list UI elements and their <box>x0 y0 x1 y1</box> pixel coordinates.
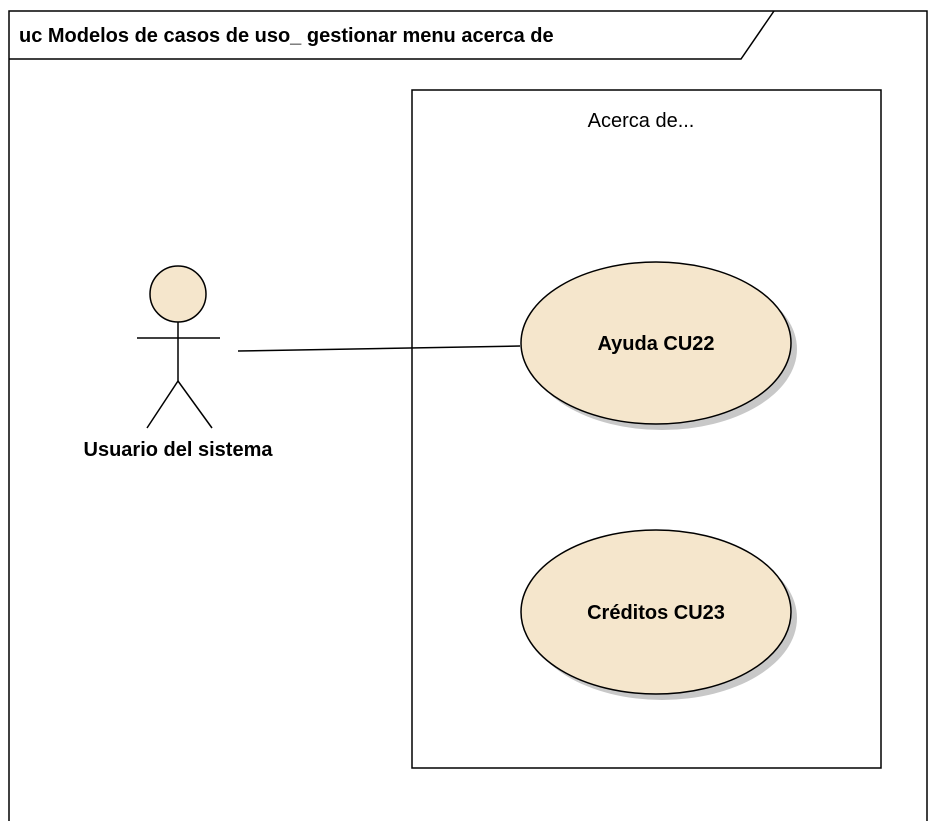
frame-border <box>8 10 928 821</box>
use-case-creditos[interactable]: Créditos CU23 <box>520 529 797 700</box>
use-case-ellipse <box>520 529 792 695</box>
frame-title-tab <box>9 10 775 60</box>
diagram-frame: uc Modelos de casos de uso_ gestionar me… <box>8 10 928 821</box>
actor-left-leg <box>146 380 179 429</box>
use-case-ayuda[interactable]: Ayuda CU22 <box>520 261 797 430</box>
association-line[interactable] <box>237 345 521 352</box>
actor-name: Usuario del sistema <box>84 439 274 461</box>
use-case-ellipse <box>520 261 792 425</box>
system-boundary-label: Acerca de... <box>588 110 695 132</box>
use-case-label: Ayuda CU22 <box>597 333 714 355</box>
actor-right-leg <box>177 380 213 429</box>
frame-title: uc Modelos de casos de uso_ gestionar me… <box>19 25 554 47</box>
use-case-label: Créditos CU23 <box>587 602 725 624</box>
actor-head <box>149 265 207 323</box>
actor[interactable]: Usuario del sistema <box>84 265 274 461</box>
